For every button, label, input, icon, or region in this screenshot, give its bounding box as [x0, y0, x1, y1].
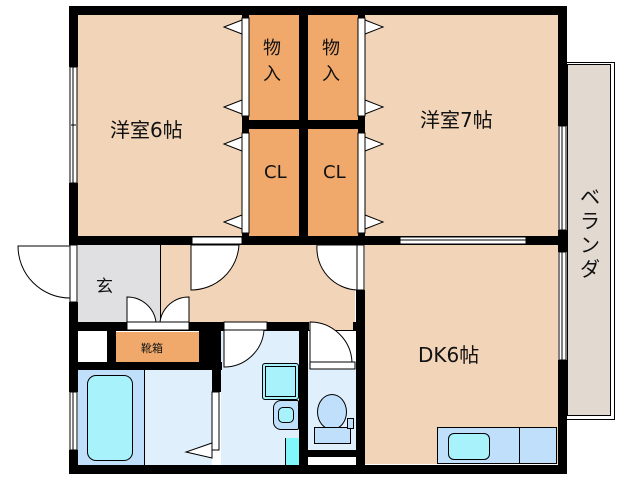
wall-dk-left	[356, 290, 365, 474]
wall-storage-horizontal	[242, 120, 365, 129]
wall-bottom	[69, 465, 566, 474]
room-dk-label: DK6帖	[418, 343, 480, 367]
wall-closet-left	[242, 6, 249, 241]
toilet-gap	[308, 457, 356, 465]
toilet-button	[347, 418, 354, 429]
wall-shoe-divider	[107, 322, 116, 367]
wall-right-lower	[558, 360, 567, 474]
wall-wash-left	[212, 322, 221, 392]
wall-left-lower	[69, 302, 78, 362]
storage-right-door	[357, 17, 366, 117]
kitchen-sink	[448, 433, 490, 460]
wall-left-upper	[69, 6, 78, 67]
wall-left-bath	[69, 362, 78, 392]
closet-right	[308, 129, 358, 236]
door-dk-side	[316, 244, 358, 291]
shoe-cabinet	[116, 332, 199, 362]
entrance-label: 玄	[96, 277, 113, 297]
room-western-6	[77, 14, 242, 238]
balcony	[567, 64, 611, 416]
shoe-door-right	[159, 296, 190, 323]
bathtub	[87, 375, 133, 461]
wall-left-bottom	[69, 450, 78, 474]
balcony-label: ベランダ	[580, 185, 600, 281]
wall-wash-right	[299, 322, 308, 474]
storage-left-door	[241, 17, 250, 117]
entrance	[78, 245, 161, 322]
storage-left	[249, 14, 299, 120]
closet-left	[249, 129, 299, 236]
door-washroom	[223, 329, 265, 368]
storage-right	[308, 14, 358, 120]
shoe-cabinet-label: 靴箱	[141, 342, 163, 355]
kitchen-divider	[519, 427, 520, 464]
wall-left-mid	[69, 183, 78, 245]
washing-machine	[262, 363, 299, 400]
counter-strip	[285, 438, 299, 465]
closet-right-door	[357, 132, 366, 234]
wall-top-right	[243, 6, 567, 15]
wall-right-upper	[558, 6, 567, 126]
entrance-door	[17, 245, 71, 299]
wall-mid-horizontal	[69, 236, 564, 245]
wash-basin	[273, 400, 299, 430]
entrance-door-frame	[69, 244, 78, 303]
room-western-7-label: 洋室7帖	[420, 108, 493, 132]
door-western-6	[190, 244, 240, 291]
storage-left-label: 物入	[263, 38, 281, 85]
toilet-bowl	[317, 394, 347, 430]
wall-top-left	[69, 6, 251, 15]
shoe-door-left	[126, 296, 157, 323]
wall-closet-right	[358, 6, 365, 241]
bath-door	[211, 391, 220, 451]
small-storage	[78, 332, 107, 362]
toilet-tank	[314, 427, 351, 444]
storage-right-label: 物入	[322, 38, 340, 85]
closet-left-door	[241, 132, 250, 234]
room-western-6-label: 洋室6帖	[110, 118, 183, 142]
wall-toilet-bottom	[308, 450, 358, 457]
room-western-7	[364, 14, 558, 236]
wall-shoe-bottom	[69, 362, 222, 370]
wash-basin-bowl	[278, 407, 294, 423]
